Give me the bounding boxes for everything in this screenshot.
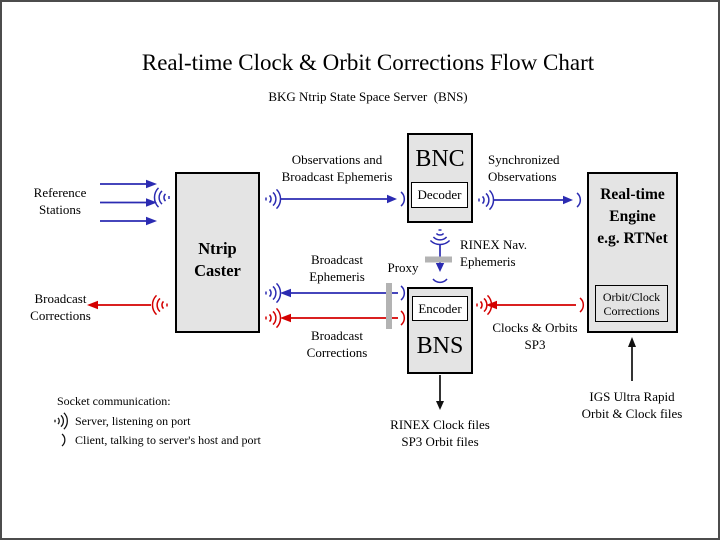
label-line: Observations and [291,152,383,167]
reference-stations-arrows [100,179,157,226]
label-line: RINEX Nav. [460,237,528,252]
ntrip-caster-box: Ntrip Caster [175,172,260,333]
encoder-label: Encoder [418,300,462,316]
label-line: e.g. RTNet [597,230,668,247]
client-socket-icon [400,191,406,207]
label-clocks-orbits-sp3: Clocks & Orbits SP3 [480,319,590,353]
decoder-box: Decoder [411,182,468,208]
broadcast-ephemeris-flow [265,282,406,304]
bnc-box: BNC [407,133,473,223]
label-broadcast-corrections-mid: Broadcast Corrections [287,327,387,361]
client-socket-icon [61,433,66,447]
label-line: Observations [488,169,557,184]
label-line: Ephemeris [309,269,365,284]
broadcast-corrections-flow [265,307,406,329]
realtime-engine-label: Real-time Engine e.g. RTNet [597,184,667,250]
server-socket-icon [54,412,68,430]
clocks-orbits-flow [476,294,585,316]
synchronized-observations-flow [478,189,582,211]
client-socket-icon [400,285,406,301]
client-socket-icon [579,297,585,313]
label-broadcast-corrections-left: Broadcast Corrections [8,290,113,324]
server-socket-icon [151,294,168,316]
label-observations: Observations and Broadcast Ephemeris [267,151,407,185]
label-line: Stations [39,202,81,217]
server-socket-icon [153,187,170,208]
igs-input-arrow [628,337,636,381]
label-reference-stations: Reference Stations [10,184,110,218]
label-line: Synchronized [488,152,560,167]
client-socket-icon [432,278,448,284]
rinex-nav-proxy-flow [429,229,451,284]
label-line: Real-time [600,186,665,203]
label-line: SP3 Orbit files [401,434,479,449]
bns-label: BNS [416,333,464,359]
label-line: Engine [609,208,656,225]
label-line: Clocks & Orbits [492,320,578,335]
decoder-label: Decoder [417,187,462,202]
server-socket-icon [429,229,451,246]
client-socket-icon [400,310,406,326]
label-line: SP3 [524,337,546,352]
label-broadcast-ephemeris: Broadcast Ephemeris [287,251,387,285]
label-line: Corrections [603,303,660,318]
encoder-box: Encoder [412,296,468,321]
broadcast-corrections-out-arrow [87,300,151,310]
label-igs-ultra-rapid: IGS Ultra Rapid Orbit & Clock files [567,388,697,422]
label-line: Caster [194,260,241,280]
label-line: Reference [33,185,87,200]
server-socket-icon [265,307,282,329]
label-line: Proxy [387,260,419,275]
label-rinex-nav-ephemeris: RINEX Nav. Ephemeris [460,236,545,270]
page-title: Real-time Clock & Orbit Corrections Flow… [141,50,595,75]
server-socket-icon [265,188,282,210]
orbit-clock-corrections-box: Orbit/Clock Corrections [595,285,668,322]
label-line: Ntrip [198,238,237,258]
label-rinex-clock-files: RINEX Clock files SP3 Orbit files [375,416,505,450]
proxy-bar-vertical [386,283,392,329]
bns-output-arrow [436,375,444,410]
page-subtitle: BKG Ntrip State Space Server (BNS) [268,89,468,104]
bnc-label: BNC [415,146,465,172]
label-line: Broadcast [311,328,363,343]
label-line: Ephemeris [460,254,516,269]
label-synchronized-observations: Synchronized Observations [488,151,578,185]
label-line: Orbit/Clock [602,289,661,304]
label-line: IGS Ultra Rapid [589,389,675,404]
label-line: RINEX Clock files [390,417,490,432]
legend-client-entry: Client, talking to server's host and por… [75,433,261,447]
client-socket-icon [576,192,582,208]
label-line: Corrections [306,345,368,360]
observations-flow [265,188,406,210]
label-line: Corrections [30,308,91,323]
label-line: Orbit & Clock files [581,406,683,421]
legend-server-entry: Server, listening on port [75,414,191,428]
legend-title: Socket communication: [57,394,171,408]
label-line: Broadcast [311,252,363,267]
ntrip-caster-label: Ntrip Caster [194,238,241,282]
proxy-bar-horizontal [425,256,452,263]
label-line: Broadcast [34,291,87,306]
server-socket-icon [478,189,495,211]
server-socket-icon [265,282,282,304]
label-line: Broadcast Ephemeris [281,169,393,184]
label-proxy: Proxy [384,259,422,276]
